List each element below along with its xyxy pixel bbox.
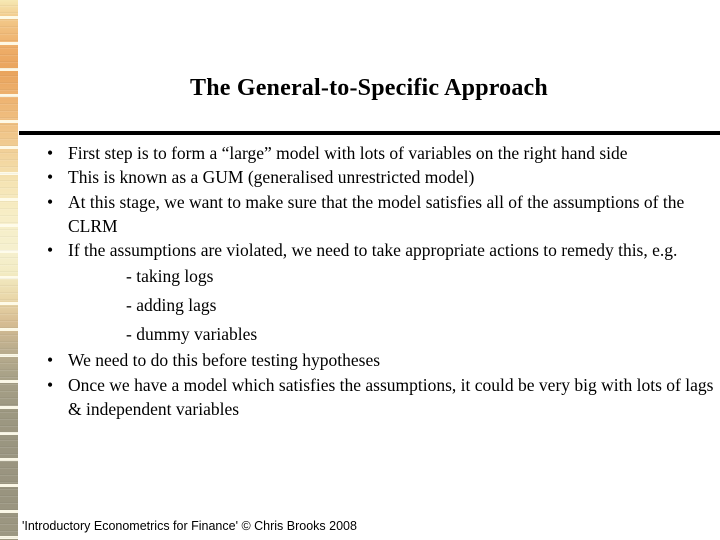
bullet-item: • Once we have a model which satisfies t… (42, 373, 714, 422)
bullet-text: First step is to form a “large” model wi… (68, 143, 628, 163)
bullet-text: If the assumptions are violated, we need… (68, 240, 678, 261)
bullet-marker-icon: • (47, 143, 54, 163)
bullet-marker-icon: • (47, 374, 54, 395)
bullet-item: • We need to do this before testing hypo… (42, 348, 714, 372)
side-stripe-texture (0, 0, 18, 540)
bullet-item: • This is known as a GUM (generalised un… (42, 165, 714, 189)
bullet-item: • If the assumptions are violated, we ne… (42, 238, 714, 262)
bullet-marker-icon: • (47, 350, 54, 371)
bullet-text: This is known as a GUM (generalised unre… (68, 167, 475, 188)
bullet-item: • At this stage, we want to make sure th… (42, 190, 714, 239)
slide-footer-copyright: 'Introductory Econometrics for Finance' … (22, 519, 357, 533)
sub-list-item: - adding lags (126, 295, 217, 316)
title-divider-rule (19, 131, 720, 135)
sub-list-item: - dummy variables (126, 323, 258, 344)
bullet-text: We need to do this before testing hypoth… (68, 350, 381, 371)
decorative-side-stripe (0, 0, 18, 540)
bullet-marker-icon: • (47, 191, 54, 212)
bullet-marker-icon: • (47, 240, 54, 261)
bullet-text: At this stage, we want to make sure that… (68, 191, 685, 236)
bullet-item: • First step is to form a “large” model … (42, 141, 714, 165)
sub-list-item: - taking logs (126, 266, 214, 287)
bullet-marker-icon: • (47, 167, 54, 188)
slide-body: • First step is to form a “large” model … (42, 141, 714, 421)
slide-title: The General-to-Specific Approach (190, 75, 548, 101)
bullet-text: Once we have a model which satisfies the… (68, 374, 714, 419)
